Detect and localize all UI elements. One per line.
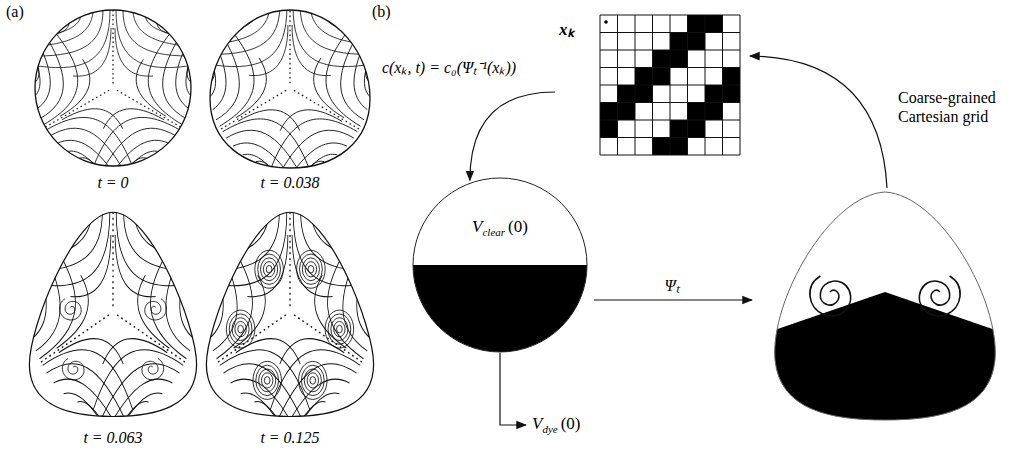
dye-disk: Vclear(0)	[412, 177, 588, 353]
mapping-arrow	[470, 92, 555, 180]
map-arrow	[594, 299, 752, 300]
node-label: xₖ	[559, 17, 574, 40]
time-label: t = 0.038	[260, 174, 319, 192]
grid-arrow	[750, 56, 887, 188]
streamline-plot	[7, 10, 218, 193]
cartesian-grid: xₖ	[555, 15, 745, 155]
node-text: xₖ	[559, 20, 574, 39]
grid-cells	[600, 15, 740, 155]
grid-note: Coarse-grained Cartesian grid	[898, 88, 1012, 126]
map-symbol: Ψₜ	[664, 274, 679, 296]
volume-symbol: V	[532, 414, 542, 433]
streamline-plot	[1, 212, 226, 446]
leader-line	[500, 353, 526, 425]
time-label: t = 0	[97, 174, 128, 192]
edge-label: c(xₖ, t) = c₀(Ψₜ⁻¹(xₖ))	[380, 56, 518, 78]
volume-argument: (0)	[561, 414, 581, 433]
disk-outline	[412, 177, 588, 353]
advected-dye	[760, 192, 1010, 425]
node-label: Vclear(0)	[412, 217, 588, 238]
node-text: (0)	[508, 217, 528, 236]
time-label: t = 0.125	[260, 429, 319, 447]
cell-point	[604, 20, 608, 24]
label-group: Vdye (0)	[532, 414, 580, 435]
node-text: clear	[482, 226, 505, 238]
time-label: t = 0.063	[83, 429, 142, 447]
volume-subscript: dye	[542, 423, 557, 435]
panel-letter: (b)	[372, 3, 391, 21]
streamline-plot	[178, 212, 403, 446]
panel-letter: (a)	[6, 3, 24, 21]
grid-lines	[600, 15, 740, 155]
streamline-plot	[182, 6, 397, 198]
node-text: V	[472, 217, 482, 236]
